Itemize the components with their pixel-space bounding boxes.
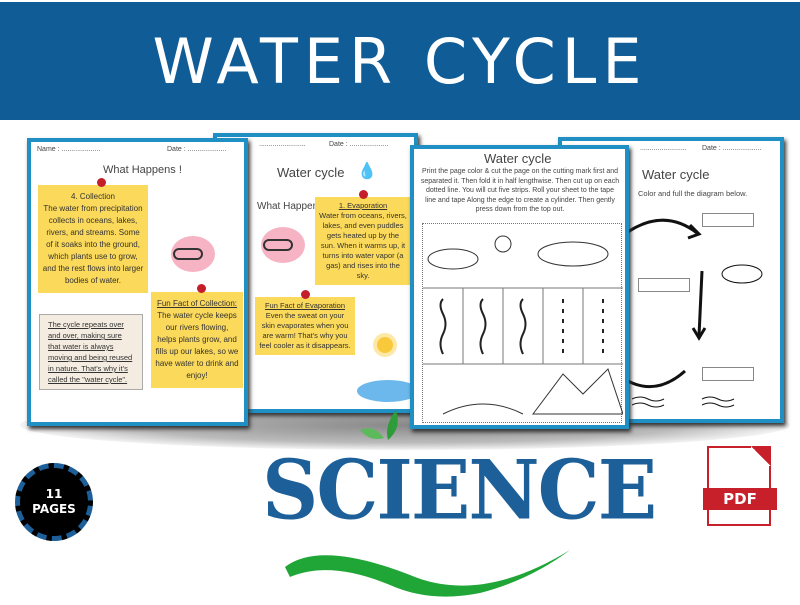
fact-title: Fun Fact of Evaporation <box>264 301 346 310</box>
date-label: Date : .................... <box>702 145 762 152</box>
fun-fact-note: Fun Fact of Collection: The water cycle … <box>151 292 243 388</box>
evaporation-note: 1. Evaporation Water from oceans, rivers… <box>315 197 411 285</box>
note-title: 1. Evaporation <box>338 201 388 210</box>
fact-text: Even the sweat on your skin evaporates w… <box>259 311 351 350</box>
pdf-file-icon: PDF <box>703 446 777 526</box>
label-box[interactable] <box>638 278 690 292</box>
name-label: ........................ <box>259 141 306 148</box>
water-drops-icon: 💧 <box>357 163 377 180</box>
section-heading: What Happens ! <box>103 164 182 176</box>
note-text: Water from oceans, rivers, lakes, and ev… <box>319 211 407 280</box>
instructions: Print the page color & cut the page on t… <box>420 168 620 213</box>
pushpin-icon <box>359 190 368 199</box>
page-count-badge: 11 PAGES <box>15 463 93 541</box>
name-label: ........................ <box>640 145 687 152</box>
pushpin-icon <box>197 284 206 293</box>
instructions: Color and full the diagram below. <box>638 189 748 198</box>
note-text: The water from precipitation collects in… <box>42 204 144 285</box>
cycle-arrows-icon <box>621 218 763 408</box>
sun-icon <box>377 337 393 353</box>
science-logo: SCIENCE <box>262 442 657 539</box>
fact-title: Fun Fact of Collection: <box>156 299 238 308</box>
preview-page-craft: Water cycle Print the page color & cut t… <box>410 145 629 429</box>
pdf-label: PDF <box>703 488 777 510</box>
leaf-icon <box>360 410 398 440</box>
water-cycle-drawing <box>423 235 624 415</box>
banner-title: WATER CYCLE <box>152 24 648 98</box>
page-title: Water cycle <box>642 167 710 182</box>
pushpin-icon <box>301 290 310 299</box>
page-title: Water cycle <box>277 165 345 180</box>
name-label: Name : .................... <box>37 146 101 153</box>
collection-note: 4. Collection The water from precipitati… <box>38 185 148 293</box>
label-box[interactable] <box>702 367 754 381</box>
brain-character-icon <box>261 227 305 263</box>
pushpin-icon <box>97 178 106 187</box>
preview-page-collection: Name : .................... Date : .....… <box>27 138 248 426</box>
brain-character-icon <box>171 236 215 272</box>
date-label: Date : .................... <box>167 146 227 153</box>
title-banner: WATER CYCLE <box>0 2 800 120</box>
scroll-note: The cycle repeats over and over, making … <box>39 314 143 390</box>
note-title: 4. Collection <box>70 192 116 201</box>
fact-text: The water cycle keeps our rivers flowing… <box>155 311 239 380</box>
green-swoosh <box>285 550 570 597</box>
fun-fact-note: Fun Fact of Evaporation Even the sweat o… <box>255 297 355 355</box>
page-title: Water cycle <box>484 151 552 166</box>
date-label: Date : .................... <box>329 141 389 148</box>
craft-strip-area <box>422 223 624 423</box>
page-count: 11 <box>45 487 63 501</box>
section-heading: What Happens ! <box>257 201 329 212</box>
page-count-label: PAGES <box>32 502 76 516</box>
label-box[interactable] <box>702 213 754 227</box>
lake-icon <box>357 380 414 402</box>
